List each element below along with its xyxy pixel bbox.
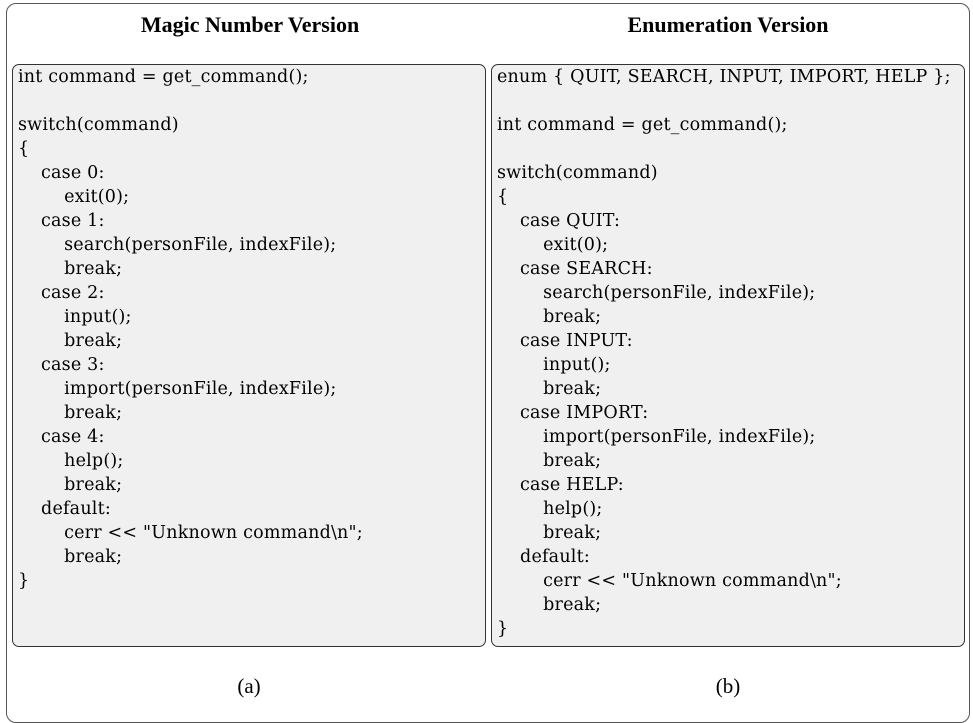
code-line [497, 89, 964, 113]
code-line [497, 137, 964, 161]
enumeration-code-block: enum { QUIT, SEARCH, INPUT, IMPORT, HELP… [497, 65, 964, 641]
enumeration-code-panel: enum { QUIT, SEARCH, INPUT, IMPORT, HELP… [491, 64, 965, 647]
code-line: } [18, 571, 30, 591]
code-line: break; [18, 331, 123, 351]
code-line: break; [497, 379, 602, 399]
code-line: default: [497, 547, 590, 567]
code-line: { [497, 187, 509, 207]
code-line: input(); [497, 355, 611, 375]
code-line: case 3: [18, 355, 105, 375]
code-line: break; [497, 595, 602, 615]
code-line: enum { QUIT, SEARCH, INPUT, IMPORT, HELP… [497, 67, 951, 87]
code-line: case IMPORT: [497, 403, 649, 423]
right-caption: (b) [715, 674, 741, 698]
code-line: { [18, 139, 30, 159]
code-line: case 1: [18, 211, 105, 231]
code-line: case 0: [18, 163, 105, 183]
code-line: break; [497, 307, 602, 327]
code-line: break; [497, 451, 602, 471]
code-line: case 4: [18, 427, 105, 447]
code-line: cerr << "Unknown command\n"; [18, 523, 363, 543]
code-line: case QUIT: [497, 211, 621, 231]
code-line: case HELP: [497, 475, 624, 495]
code-line: break; [497, 523, 602, 543]
code-line: break; [18, 259, 123, 279]
code-line: case 2: [18, 283, 105, 303]
code-line: case INPUT: [497, 331, 633, 351]
code-line: search(personFile, indexFile); [497, 283, 816, 303]
magic-number-code-panel: int command = get_command(); switch(comma… [12, 64, 486, 647]
right-panel-title: Enumeration Version [627, 12, 829, 37]
code-line: import(personFile, indexFile); [497, 427, 816, 447]
code-line: default: [18, 499, 111, 519]
code-line: input(); [18, 307, 132, 327]
code-line: break; [18, 547, 123, 567]
code-line: int command = get_command(); [18, 67, 309, 87]
code-line: import(personFile, indexFile); [18, 379, 337, 399]
code-line: exit(0); [497, 235, 609, 255]
code-line: switch(command) [497, 163, 658, 183]
code-line: case SEARCH: [497, 259, 653, 279]
code-line: } [497, 619, 509, 639]
code-line: search(personFile, indexFile); [18, 235, 337, 255]
left-caption: (a) [237, 674, 261, 698]
code-line: int command = get_command(); [497, 115, 788, 135]
code-line [18, 89, 485, 113]
code-line: break; [18, 475, 123, 495]
left-panel-title: Magic Number Version [140, 12, 360, 37]
code-line: exit(0); [18, 187, 130, 207]
code-line: help(); [497, 499, 603, 519]
magic-number-code-block: int command = get_command(); switch(comma… [18, 65, 485, 593]
code-line: break; [18, 403, 123, 423]
code-line: help(); [18, 451, 124, 471]
code-line: cerr << "Unknown command\n"; [497, 571, 842, 591]
code-line: switch(command) [18, 115, 179, 135]
